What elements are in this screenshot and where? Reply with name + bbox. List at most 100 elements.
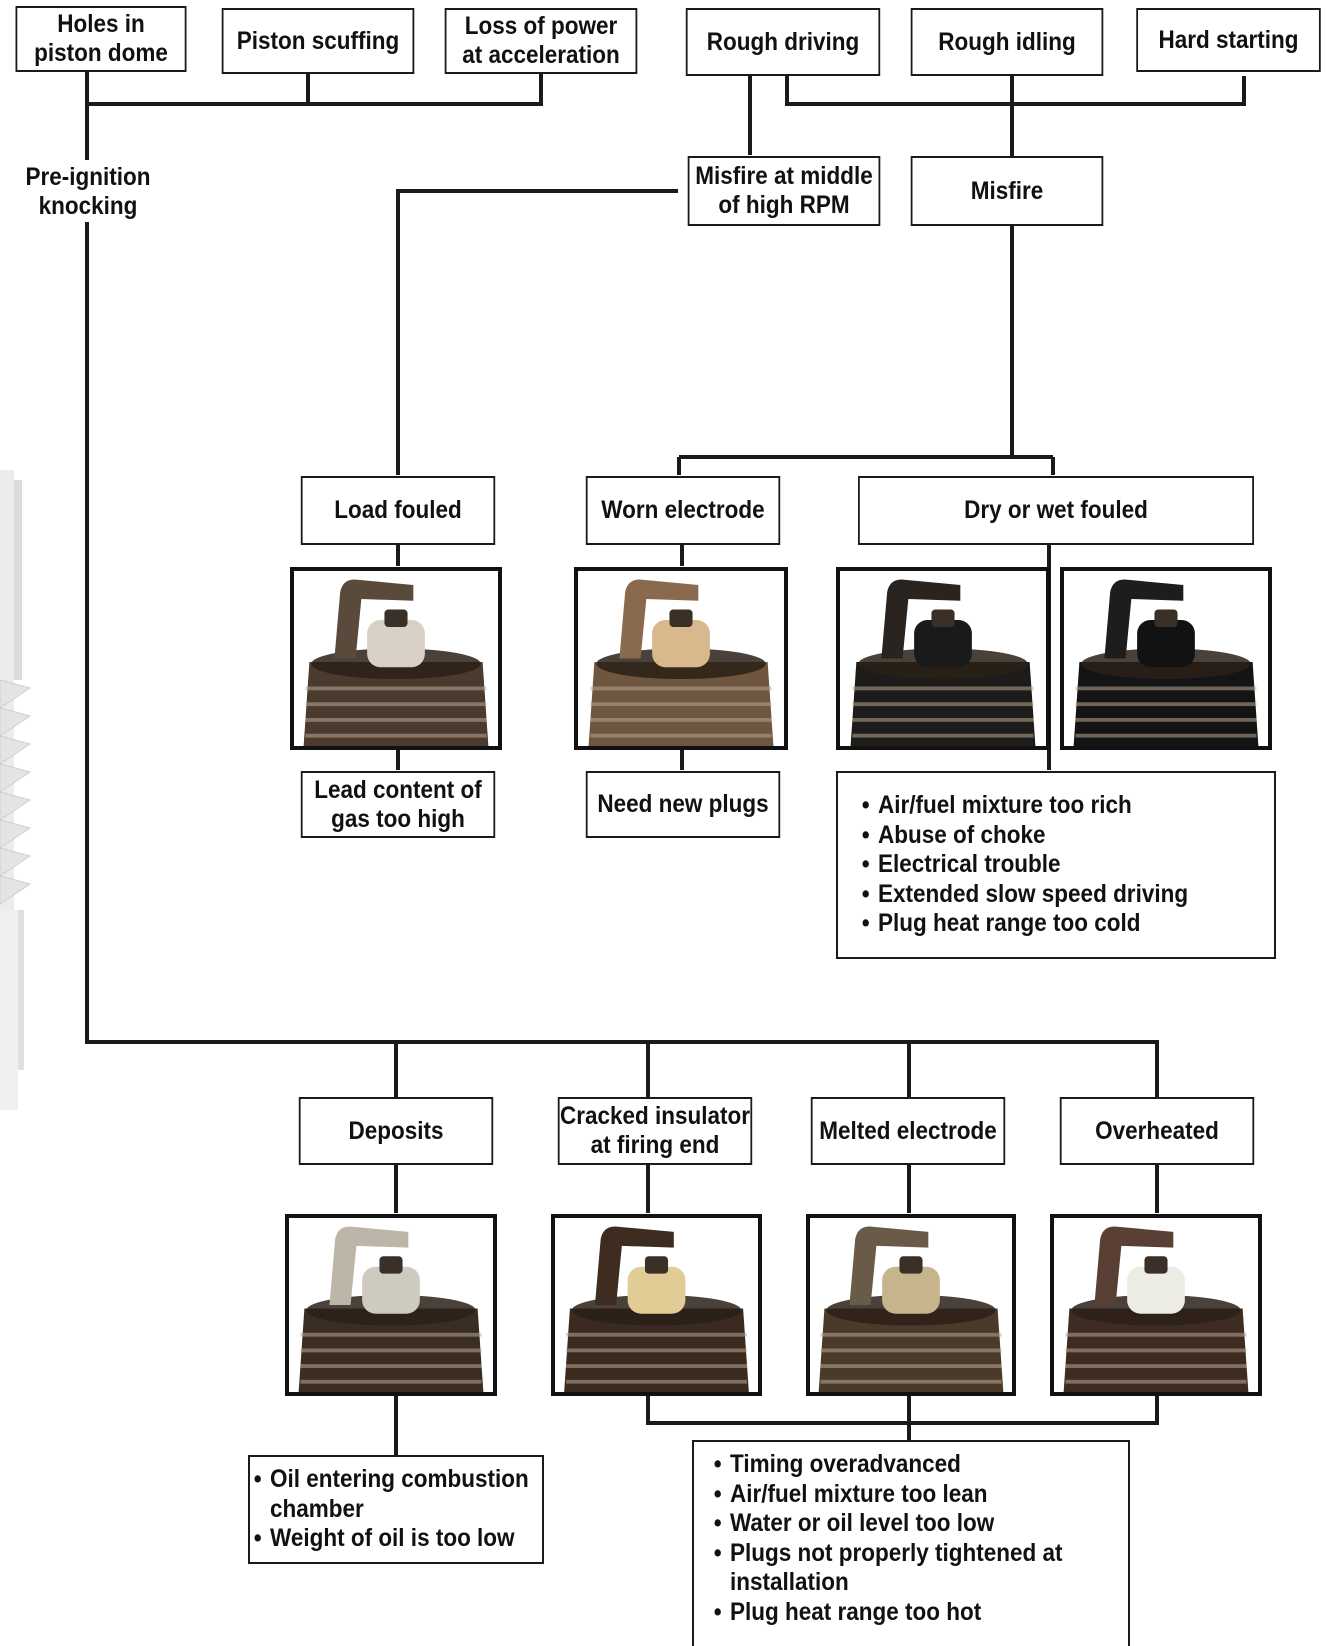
plug-insulator <box>367 620 425 668</box>
plug-thread <box>852 718 1034 722</box>
plug-thread <box>305 702 487 707</box>
heat-causes-list: Timing overadvanced Air/fuel mixture too… <box>692 1440 1130 1646</box>
plug-insulator <box>1127 1266 1185 1314</box>
plug-thread <box>1065 1332 1247 1337</box>
condition-cracked-insulator: Cracked insulator at firing end <box>557 1097 753 1165</box>
spark-plug-side-illustration <box>0 470 32 1110</box>
plug-thread <box>566 1332 747 1337</box>
load-fouled-plug-photo <box>290 567 502 750</box>
plug-thread <box>820 1332 1002 1337</box>
plug-ground-electrode <box>619 579 699 659</box>
condition-label: Cracked insulator at firing end <box>559 1102 751 1159</box>
condition-label: Overheated <box>1095 1116 1219 1145</box>
plug-center-electrode <box>1144 1256 1168 1274</box>
symptom-holes-in-piston-dome: Holes in piston dome <box>15 6 187 72</box>
plug-thread <box>852 733 1034 738</box>
plug-thread <box>1065 1364 1247 1368</box>
condition-deposits: Deposits <box>298 1097 494 1165</box>
cause-item: Water or oil level too low <box>712 1509 1126 1539</box>
condition-label: Deposits <box>348 1116 444 1145</box>
condition-label: Dry or wet fouled <box>964 496 1148 524</box>
symptom-rough-driving: Rough driving <box>685 8 881 76</box>
cause-item: Timing overadvanced <box>712 1450 1126 1480</box>
cause-item: Extended slow speed driving <box>860 880 1283 910</box>
plug-insulator <box>914 620 972 668</box>
plug-insulator <box>652 620 710 668</box>
plug-thread <box>852 686 1034 691</box>
cause-item: Oil entering combustion chamber <box>252 1465 540 1524</box>
plug-center-electrode <box>669 609 693 627</box>
condition-melted-electrode: Melted electrode <box>810 1097 1006 1165</box>
condition-label: Worn electrode <box>601 496 765 524</box>
plug-center-electrode <box>899 1256 923 1274</box>
misfire-middle-high-rpm: Misfire at middle of high RPM <box>687 156 881 226</box>
condition-worn-electrode: Worn electrode <box>585 476 781 545</box>
plug-ground-electrode <box>1094 1226 1174 1305</box>
cause-item: Electrical trouble <box>860 850 1283 880</box>
plug-thread <box>820 1348 1002 1353</box>
cause-item: Weight of oil is too low <box>252 1524 540 1554</box>
symptom-loss-of-power: Loss of power at acceleration <box>444 8 638 74</box>
plug-thread <box>820 1379 1002 1384</box>
plug-thread <box>1075 718 1257 722</box>
wet-fouled-plug-photo <box>1060 567 1272 750</box>
plug-thread <box>590 733 772 738</box>
symptom-label: Hard starting <box>1158 25 1299 54</box>
worn-electrode-plug-photo <box>574 567 788 750</box>
plug-thread <box>566 1348 747 1353</box>
plug-ground-electrode <box>881 579 961 659</box>
plug-ground-electrode <box>329 1226 409 1305</box>
plug-thread <box>305 686 487 691</box>
plug-center-electrode <box>384 609 408 627</box>
condition-dry-or-wet-fouled: Dry or wet fouled <box>858 476 1254 545</box>
misfire-box: Misfire <box>910 156 1104 226</box>
plug-thread <box>566 1379 747 1384</box>
symptom-label: Loss of power at acceleration <box>462 12 620 69</box>
cause-item: Air/fuel mixture too rich <box>860 791 1283 821</box>
plug-thread <box>300 1364 482 1368</box>
plug-center-electrode <box>644 1256 669 1274</box>
plug-ground-electrode <box>849 1226 929 1305</box>
cause-item: Plugs not properly tightened at installa… <box>712 1539 1126 1598</box>
cause-label: Need new plugs <box>597 790 769 818</box>
plug-insulator <box>882 1266 940 1314</box>
plug-thread <box>566 1364 747 1368</box>
plug-thread <box>300 1348 482 1353</box>
overheated-plug-photo <box>1050 1214 1262 1396</box>
plug-insulator <box>1137 620 1195 668</box>
symptom-label: Holes in piston dome <box>34 10 168 67</box>
deposits-plug-photo <box>285 1214 497 1396</box>
plug-thread <box>1065 1379 1247 1384</box>
plug-thread <box>852 702 1034 707</box>
plug-thread <box>590 702 772 707</box>
cause-item: Plug heat range too hot <box>712 1598 1126 1628</box>
misfire-mid-label: Misfire at middle of high RPM <box>695 162 873 219</box>
plug-thread <box>1075 702 1257 707</box>
condition-label: Load fouled <box>334 496 462 524</box>
plug-ground-electrode <box>594 1226 674 1305</box>
symptom-label: Piston scuffing <box>236 26 400 55</box>
plug-thread <box>590 686 772 691</box>
condition-overheated: Overheated <box>1059 1097 1255 1165</box>
plug-thread <box>590 718 772 722</box>
symptom-rough-idling: Rough idling <box>910 8 1104 76</box>
cracked-insulator-plug-photo <box>551 1214 762 1396</box>
cause-need-new-plugs: Need new plugs <box>585 771 781 838</box>
plug-insulator <box>362 1266 420 1314</box>
pre-ignition-knocking-label: Pre-ignition knocking <box>25 163 151 220</box>
symptom-piston-scuffing: Piston scuffing <box>221 8 415 74</box>
plug-thread <box>300 1379 482 1384</box>
plug-center-electrode <box>379 1256 403 1274</box>
dry-fouled-plug-photo <box>836 567 1050 750</box>
deposits-causes-list: Oil entering combustion chamber Weight o… <box>248 1455 544 1564</box>
misfire-label: Misfire <box>970 176 1044 205</box>
condition-label: Melted electrode <box>819 1116 997 1145</box>
cause-lead-content: Lead content of gas too high <box>300 771 496 838</box>
dry-wet-fouled-causes-list: Air/fuel mixture too rich Abuse of choke… <box>836 771 1276 959</box>
plug-ground-electrode <box>334 579 414 659</box>
plug-thread <box>1075 733 1257 738</box>
plug-ground-electrode <box>1104 579 1184 659</box>
melted-electrode-plug-photo <box>806 1214 1016 1396</box>
cause-item: Air/fuel mixture too lean <box>712 1480 1126 1510</box>
plug-center-electrode <box>1154 609 1178 627</box>
